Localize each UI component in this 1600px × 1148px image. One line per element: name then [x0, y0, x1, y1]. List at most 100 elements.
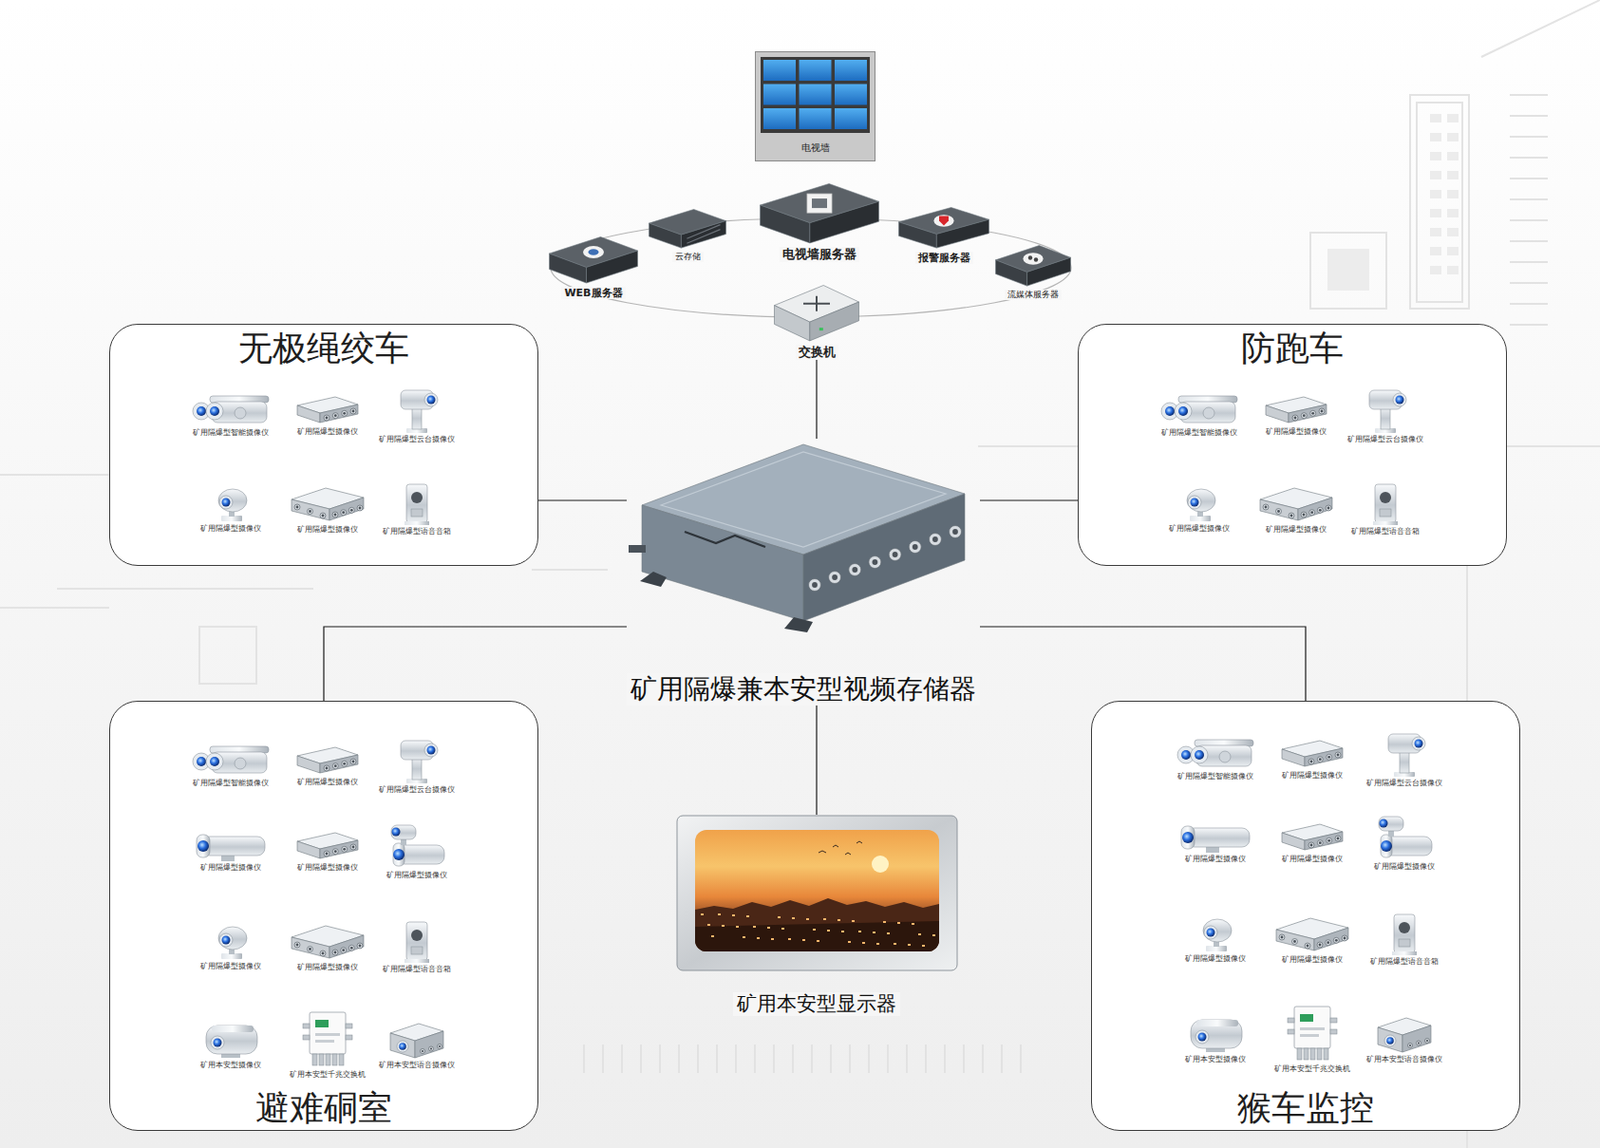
drawing-part: [206, 752, 224, 771]
drawing-part: [819, 327, 824, 331]
drawing-part: [721, 924, 725, 927]
server-unit: 电视墙服务器: [759, 183, 880, 263]
drawing-part: [429, 1046, 434, 1052]
mine-device: 矿用隔爆型智能摄像仪: [190, 393, 271, 438]
drawing-part: [1430, 170, 1442, 180]
drawing-part: [1186, 828, 1250, 848]
device-icon: [1177, 821, 1254, 854]
mine-device: 矿用隔爆型摄像仪: [1272, 914, 1353, 965]
drawing-part: [791, 917, 795, 920]
drawing-part: [1293, 940, 1297, 943]
drawing-part: [1204, 925, 1218, 940]
drawing-part: [1430, 189, 1442, 199]
mine-device: 矿用隔爆型云台摄像仪: [1366, 730, 1443, 789]
drawing-part: [325, 416, 329, 420]
device-icon: [1278, 821, 1347, 854]
drawing-part: [1317, 941, 1323, 948]
drawing-part: [222, 498, 231, 508]
drawing-part: [308, 947, 312, 951]
drawing-part: [1310, 1048, 1316, 1060]
drawing-part: [329, 497, 364, 521]
drawing-part: [1281, 749, 1305, 767]
device-label: 矿用本安型摄像仪: [200, 1060, 262, 1071]
drawing-part: [1417, 1041, 1420, 1044]
drawing-part: [1304, 942, 1311, 949]
device-label: 矿用隔爆型智能摄像仪: [192, 428, 269, 438]
drawing-part: [677, 815, 958, 971]
drawing-part: [1374, 484, 1396, 523]
drawing-part: [1310, 510, 1314, 514]
drawing-part: [1276, 508, 1282, 515]
drawing-part: [1335, 939, 1338, 942]
drawing-part: [1299, 1034, 1319, 1037]
drawing-part: [1386, 1036, 1394, 1045]
drawing-part: [1279, 934, 1285, 941]
drawing-part: [760, 56, 870, 133]
drawing-part: [406, 922, 428, 960]
drawing-part: [1411, 736, 1426, 751]
drawing-part: [315, 1019, 329, 1028]
drawing-part: [1304, 748, 1343, 767]
mine-device: 矿用隔爆型摄像仪: [200, 485, 262, 534]
device-label: 矿用本安型语音摄像仪: [378, 1060, 455, 1071]
drawing-part: [1430, 132, 1442, 142]
drawing-part: [763, 84, 796, 106]
drawing-part: [1430, 246, 1442, 256]
drawing-part: [1311, 412, 1315, 415]
drawing-part: [1430, 208, 1442, 218]
drawing-part: [296, 506, 300, 509]
drawing-part: [302, 1035, 310, 1040]
device-label: 矿用隔爆型摄像仪: [200, 863, 262, 873]
drawing-part: [809, 579, 822, 592]
drawing-part: [1300, 511, 1307, 518]
drawing-part: [218, 489, 247, 512]
drawing-part: [831, 574, 838, 581]
drawing-part: [996, 260, 1028, 286]
drawing-part: [583, 245, 604, 259]
drawing-part: [294, 504, 301, 510]
drawing-part: [398, 1042, 407, 1051]
drawing-part: [332, 848, 339, 855]
drawing-part: [348, 944, 355, 951]
device-icon: [1278, 737, 1347, 771]
device-icon: [1256, 484, 1337, 525]
drawing-part: [334, 849, 338, 853]
drawing-part: [1447, 170, 1459, 180]
drawing-part: [1333, 937, 1339, 943]
drawing-part: [771, 938, 774, 941]
drawing-part: [802, 939, 806, 942]
drawing-part: [1402, 1025, 1431, 1053]
drawing-part: [893, 942, 897, 945]
drawing-part: [393, 848, 405, 861]
server-unit: 流媒体服务器: [995, 244, 1072, 301]
drawing-part: [892, 551, 899, 558]
device-label: 矿用隔爆型摄像仪: [1265, 427, 1327, 437]
server-label: 报警服务器: [915, 251, 974, 264]
drawing-part: [342, 762, 346, 766]
drawing-part: [307, 946, 314, 953]
drawing-part: [1260, 499, 1299, 521]
drawing-part: [211, 1025, 254, 1033]
drawing-part: [1182, 831, 1194, 844]
drawing-part: [196, 834, 210, 858]
drawing-part: [1205, 847, 1220, 853]
drawing-part: [908, 541, 922, 554]
drawing-part: [1317, 840, 1323, 847]
drawing-part: [684, 531, 766, 547]
connector-line: [979, 626, 1306, 701]
drawing-part: [234, 757, 246, 770]
drawing-part: [1398, 922, 1411, 934]
device-icon: [1159, 393, 1240, 428]
drawing-part: [1165, 406, 1175, 416]
drawing-part: [1187, 495, 1202, 509]
drawing-part: [411, 946, 423, 955]
device-icon: [211, 485, 250, 524]
drawing-part: [312, 1054, 318, 1066]
drawing-part: [1317, 756, 1323, 763]
drawing-part: [834, 84, 867, 106]
drawing-part: [1380, 834, 1393, 858]
drawing-part: [219, 933, 233, 947]
drawing-part: [308, 509, 312, 513]
device-icon: [402, 920, 432, 964]
